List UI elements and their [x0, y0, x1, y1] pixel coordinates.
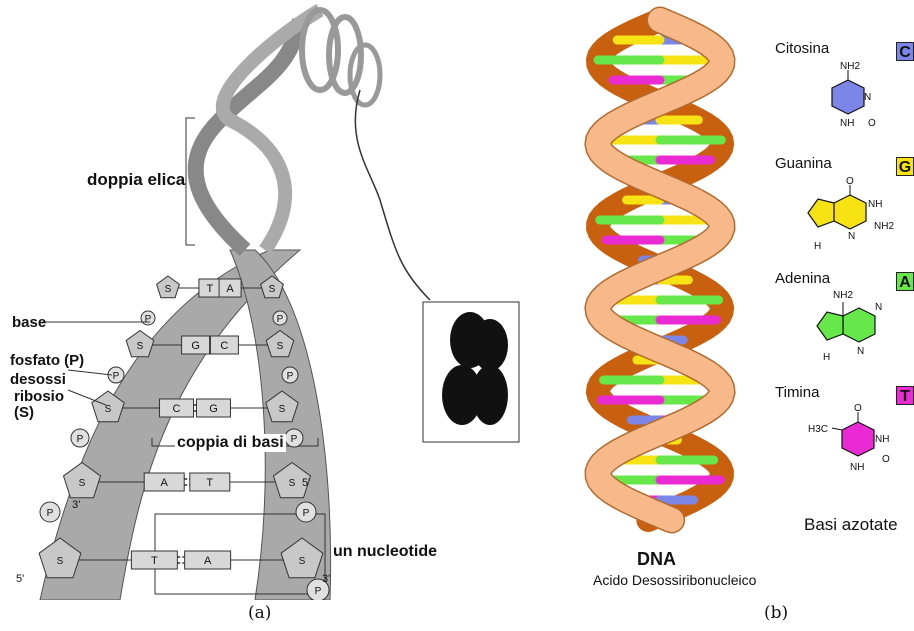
sugar-letter: S: [277, 341, 284, 352]
prime-label: 5': [16, 573, 24, 585]
chem-o: O: [868, 118, 876, 129]
prime-label: 5': [302, 477, 310, 489]
chem-h: H: [823, 352, 830, 363]
nucleotide-label: un nucleotide: [333, 543, 437, 561]
chem-h3c: H3C: [808, 424, 828, 435]
phosphate-letter: P: [47, 508, 54, 519]
phosphate-letter: P: [303, 508, 310, 519]
chem-n: N: [848, 231, 855, 242]
chem-nh2: NH2: [833, 290, 853, 301]
chem-nh: NH: [850, 462, 864, 473]
badge-adenine: A: [896, 272, 914, 291]
base-letter: A: [204, 555, 212, 567]
sugar-letter: S: [279, 404, 286, 415]
chem-nh2: NH2: [874, 221, 894, 232]
bases-heading: Basi azotate: [804, 515, 898, 535]
base-letter: T: [206, 477, 213, 489]
thymine-structure: O H3C NH O NH: [806, 402, 896, 482]
base-letter: T: [207, 283, 214, 295]
phosphate-letter: P: [113, 371, 120, 382]
badge-thymine: T: [896, 386, 914, 405]
dna-title: DNA: [637, 549, 676, 570]
adenine-structure: NH2 N N H: [805, 288, 885, 368]
chem-n: N: [857, 346, 864, 357]
prime-label: 3': [72, 499, 80, 511]
chem-h: H: [814, 241, 821, 252]
base-letter: T: [151, 555, 158, 567]
phosphate-letter: P: [287, 371, 294, 382]
phosphate-letter: P: [77, 434, 84, 445]
chem-o: O: [846, 176, 854, 187]
chem-o: O: [882, 454, 890, 465]
sugar-letter: S: [105, 404, 112, 415]
phosphate-letter: P: [277, 314, 284, 325]
base-letter: G: [209, 403, 218, 415]
deoxyribose-label-3: (S): [14, 404, 34, 421]
sugar-letter: S: [299, 556, 306, 567]
base-name-cytosine: Citosina: [775, 40, 829, 57]
base-letter: A: [161, 477, 169, 489]
chromatin-thread: [355, 90, 430, 300]
prime-label: 3': [322, 573, 330, 585]
chem-nh: NH: [875, 434, 889, 445]
base-name-thymine: Timina: [775, 384, 819, 401]
cytosine-structure: NH2 N O NH: [810, 60, 880, 138]
deoxyribose-label-2: ribosio: [14, 388, 64, 405]
panel-a-caption: (a): [248, 603, 271, 623]
phosphate-label: fosfato (P): [10, 352, 84, 369]
base-letter: C: [220, 340, 228, 352]
sugar-letter: S: [79, 478, 86, 489]
dna-subtitle: Acido Desossiribonucleico: [593, 572, 756, 588]
chem-nh: NH: [840, 118, 854, 129]
base-label: base: [12, 314, 46, 331]
sugar-letter: S: [289, 478, 296, 489]
base-pair-label: coppia di basi: [175, 434, 286, 452]
sugar-letter: S: [269, 284, 276, 295]
sugar-letter: S: [165, 284, 172, 295]
chem-n: N: [875, 302, 882, 313]
base-letter: G: [191, 340, 200, 352]
guanine-structure: O NH NH2 N H: [796, 175, 896, 255]
panel-b-caption: (b): [764, 603, 788, 623]
base-name-guanine: Guanina: [775, 155, 832, 172]
panel-b-dna-helix: [560, 0, 770, 545]
chem-nh: NH: [868, 199, 882, 210]
coil: [350, 45, 380, 105]
base-letter: A: [226, 283, 234, 295]
chem-o: O: [854, 403, 862, 414]
base-name-adenine: Adenina: [775, 270, 830, 287]
deoxyribose-label-1: desossi: [10, 371, 66, 388]
chem-nh2: NH2: [840, 61, 860, 72]
badge-guanine: G: [896, 157, 914, 176]
sugar-letter: S: [57, 556, 64, 567]
upper-helix-strand-2: [223, 10, 320, 250]
phosphate-letter: P: [315, 586, 322, 597]
chem-n: N: [864, 92, 871, 103]
phosphate-letter: P: [145, 314, 152, 325]
phosphate-letter: P: [291, 434, 298, 445]
sugar-letter: S: [137, 341, 144, 352]
badge-cytosine: C: [896, 42, 914, 61]
panel-a-diagram: TAGCCGATTA SSPPSSPPSSPPSSPPSSP3'5'5'3': [0, 0, 560, 600]
double-helix-label: doppia elica: [87, 170, 185, 190]
base-letter: C: [173, 403, 181, 415]
